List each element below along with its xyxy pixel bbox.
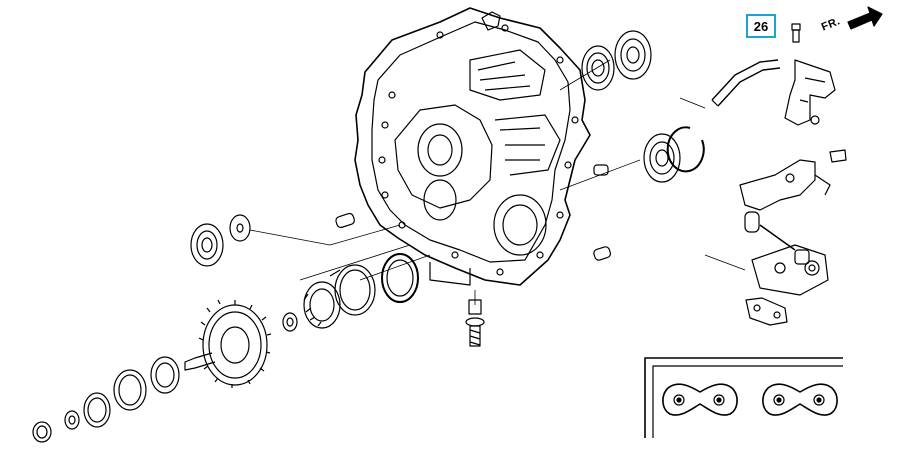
- shift-shaft: [744, 211, 796, 251]
- seal-ring: [381, 253, 419, 303]
- plug-bolt: [32, 421, 52, 443]
- drain-bolt: [465, 299, 485, 347]
- inset-gasket-2: [762, 383, 838, 416]
- small-clip: [829, 149, 847, 163]
- bearing-race: [329, 264, 376, 316]
- small-collar: [282, 312, 298, 332]
- dowel-pins: [335, 164, 612, 261]
- thrust-washer: [229, 214, 251, 242]
- transmission-housing: [354, 7, 591, 286]
- mid-bearing: [643, 133, 681, 183]
- final-drive-gear: [184, 299, 272, 388]
- shift-arm: [739, 159, 831, 211]
- tapered-bearing: [303, 281, 341, 329]
- snap-ring: [666, 126, 705, 173]
- small-washer: [64, 410, 80, 430]
- shim-ring: [83, 392, 111, 428]
- left-bearing: [190, 223, 224, 267]
- callout-bolt: [791, 23, 801, 43]
- lower-gasket: [745, 297, 788, 326]
- part-callout-26[interactable]: 26: [746, 14, 776, 38]
- selector-plate: [751, 244, 829, 296]
- gasket-inset: [644, 357, 843, 438]
- roller-bearing: [150, 356, 180, 394]
- outer-race: [113, 369, 147, 411]
- front-direction-arrow-icon: [847, 6, 883, 30]
- guide-lines: [249, 59, 746, 305]
- inset-gasket-1: [662, 383, 738, 416]
- breather-tube: [711, 59, 781, 107]
- shift-lever-bracket: [784, 59, 836, 126]
- part-number-label: 26: [753, 18, 769, 34]
- upper-bearing-pair: [581, 30, 652, 91]
